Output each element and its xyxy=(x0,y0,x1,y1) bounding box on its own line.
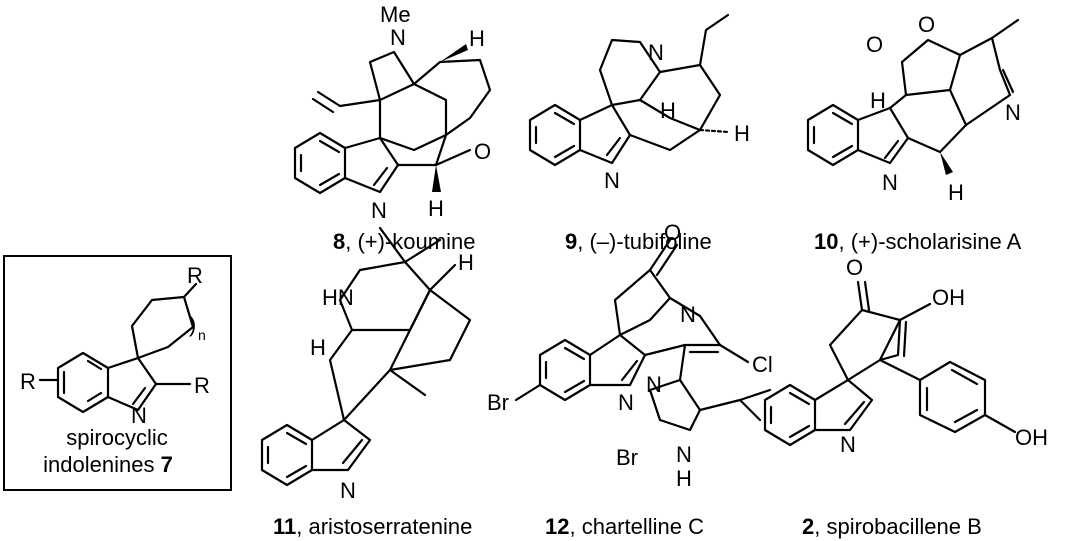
atom-N: N xyxy=(648,40,664,65)
atom-N: N xyxy=(371,198,387,223)
atom-H: H xyxy=(870,88,886,113)
atom-O: O xyxy=(664,220,681,245)
caption-9: 9, (–)-tubifoline xyxy=(565,229,712,254)
atom-Cl: Cl xyxy=(752,352,773,377)
atom-N: N xyxy=(646,372,662,397)
caption-10: 10, (+)-scholarisine A xyxy=(814,229,1022,254)
caption-2: 2, spirobacillene B xyxy=(802,514,982,539)
atom-N: N xyxy=(840,432,856,457)
atom-O: O xyxy=(866,32,883,57)
atom-Br: Br xyxy=(487,390,509,415)
atom-H: H xyxy=(428,196,444,221)
atom-N: N xyxy=(604,168,620,193)
structure-11: HN H H N 11, aristoserratenine xyxy=(260,226,474,539)
atom-R: R xyxy=(194,373,210,398)
atom-O: O xyxy=(846,255,863,280)
atom-N: N xyxy=(680,302,696,327)
atom-H: H xyxy=(676,466,692,491)
atom-H: H xyxy=(948,180,964,205)
structure-9: N H H N 9, (–)-tubifoline xyxy=(528,13,750,254)
atom-N: N xyxy=(618,390,634,415)
atom-R: R xyxy=(20,369,36,394)
box-caption-line2: indolenines 7 xyxy=(43,452,173,477)
structure-8: N Me H O N H 8, (+)-koumine xyxy=(293,2,491,254)
atom-R: R xyxy=(187,263,203,288)
atom-N: N xyxy=(676,442,692,467)
atom-N: N xyxy=(131,403,147,428)
atom-H: H xyxy=(734,121,750,146)
atom-H: H xyxy=(458,250,474,275)
atom-N: N xyxy=(1005,100,1021,125)
atom-N: N xyxy=(882,170,898,195)
atom-O: O xyxy=(918,12,935,37)
structure-7: R R R N ) n spirocyclic indolenines 7 xyxy=(3,255,232,491)
atom-OH: OH xyxy=(932,285,965,310)
atom-O: O xyxy=(474,139,491,164)
atom-OH: OH xyxy=(1015,425,1048,450)
atom-Me: Me xyxy=(380,2,411,27)
ring-size-n: n xyxy=(198,327,206,343)
atom-H: H xyxy=(469,26,485,51)
structure-7-frame xyxy=(3,255,232,491)
box-caption-line1: spirocyclic xyxy=(66,425,167,450)
caption-8: 8, (+)-koumine xyxy=(333,229,475,254)
caption-12: 12, chartelline C xyxy=(545,514,704,539)
atom-HN: HN xyxy=(322,285,354,310)
atom-H: H xyxy=(310,335,326,360)
caption-11: 11, aristoserratenine xyxy=(273,514,472,539)
atom-H: H xyxy=(660,98,676,123)
structure-2: O OH OH N 2, spirobacillene B xyxy=(763,255,1048,539)
atom-N: N xyxy=(390,25,406,50)
atom-Br: Br xyxy=(616,445,638,470)
atom-N: N xyxy=(340,478,356,503)
structure-10: O O H N N H 10, (+)-scholarisine A xyxy=(806,12,1022,254)
structure-12: O N Cl Br N N Br N H 12, chartelline C xyxy=(487,220,773,539)
ring-size-paren: ) xyxy=(189,312,196,337)
